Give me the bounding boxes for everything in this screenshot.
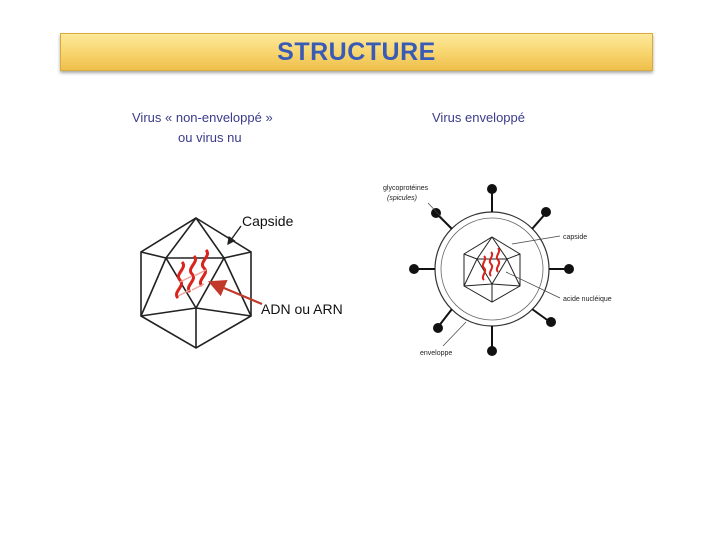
envelope-label: enveloppe xyxy=(420,350,452,357)
left-heading-line2: ou virus nu xyxy=(178,130,242,145)
spicules-label: (spicules) xyxy=(387,195,417,202)
naked-virus-genome xyxy=(175,248,209,300)
nucleic-acid-label: acide nucléique xyxy=(563,296,612,303)
left-heading-line1: Virus « non-enveloppé » xyxy=(132,110,273,125)
naked-virus-capsid xyxy=(140,217,252,349)
page-title: STRUCTURE xyxy=(277,37,436,66)
leader-lines xyxy=(427,202,561,347)
naked-virus-genome-rungs xyxy=(177,269,207,297)
genome-arrow xyxy=(207,279,263,306)
envelope-inner-ring xyxy=(440,217,544,321)
capsid-label-small: capside xyxy=(563,234,587,241)
enveloped-virus: glycoprotéines (spicules) capside acide … xyxy=(383,184,612,357)
capsid-arrow xyxy=(227,225,242,246)
glycoproteins-label: glycoprotéines xyxy=(383,185,429,192)
nucleic-label: ADN ou ARN xyxy=(261,301,343,317)
title-banner: STRUCTURE xyxy=(60,33,653,71)
enveloped-genome xyxy=(481,247,501,281)
spike-knobs xyxy=(409,184,574,356)
right-heading: Virus enveloppé xyxy=(432,110,525,125)
capsid-label: Capside xyxy=(242,213,294,229)
